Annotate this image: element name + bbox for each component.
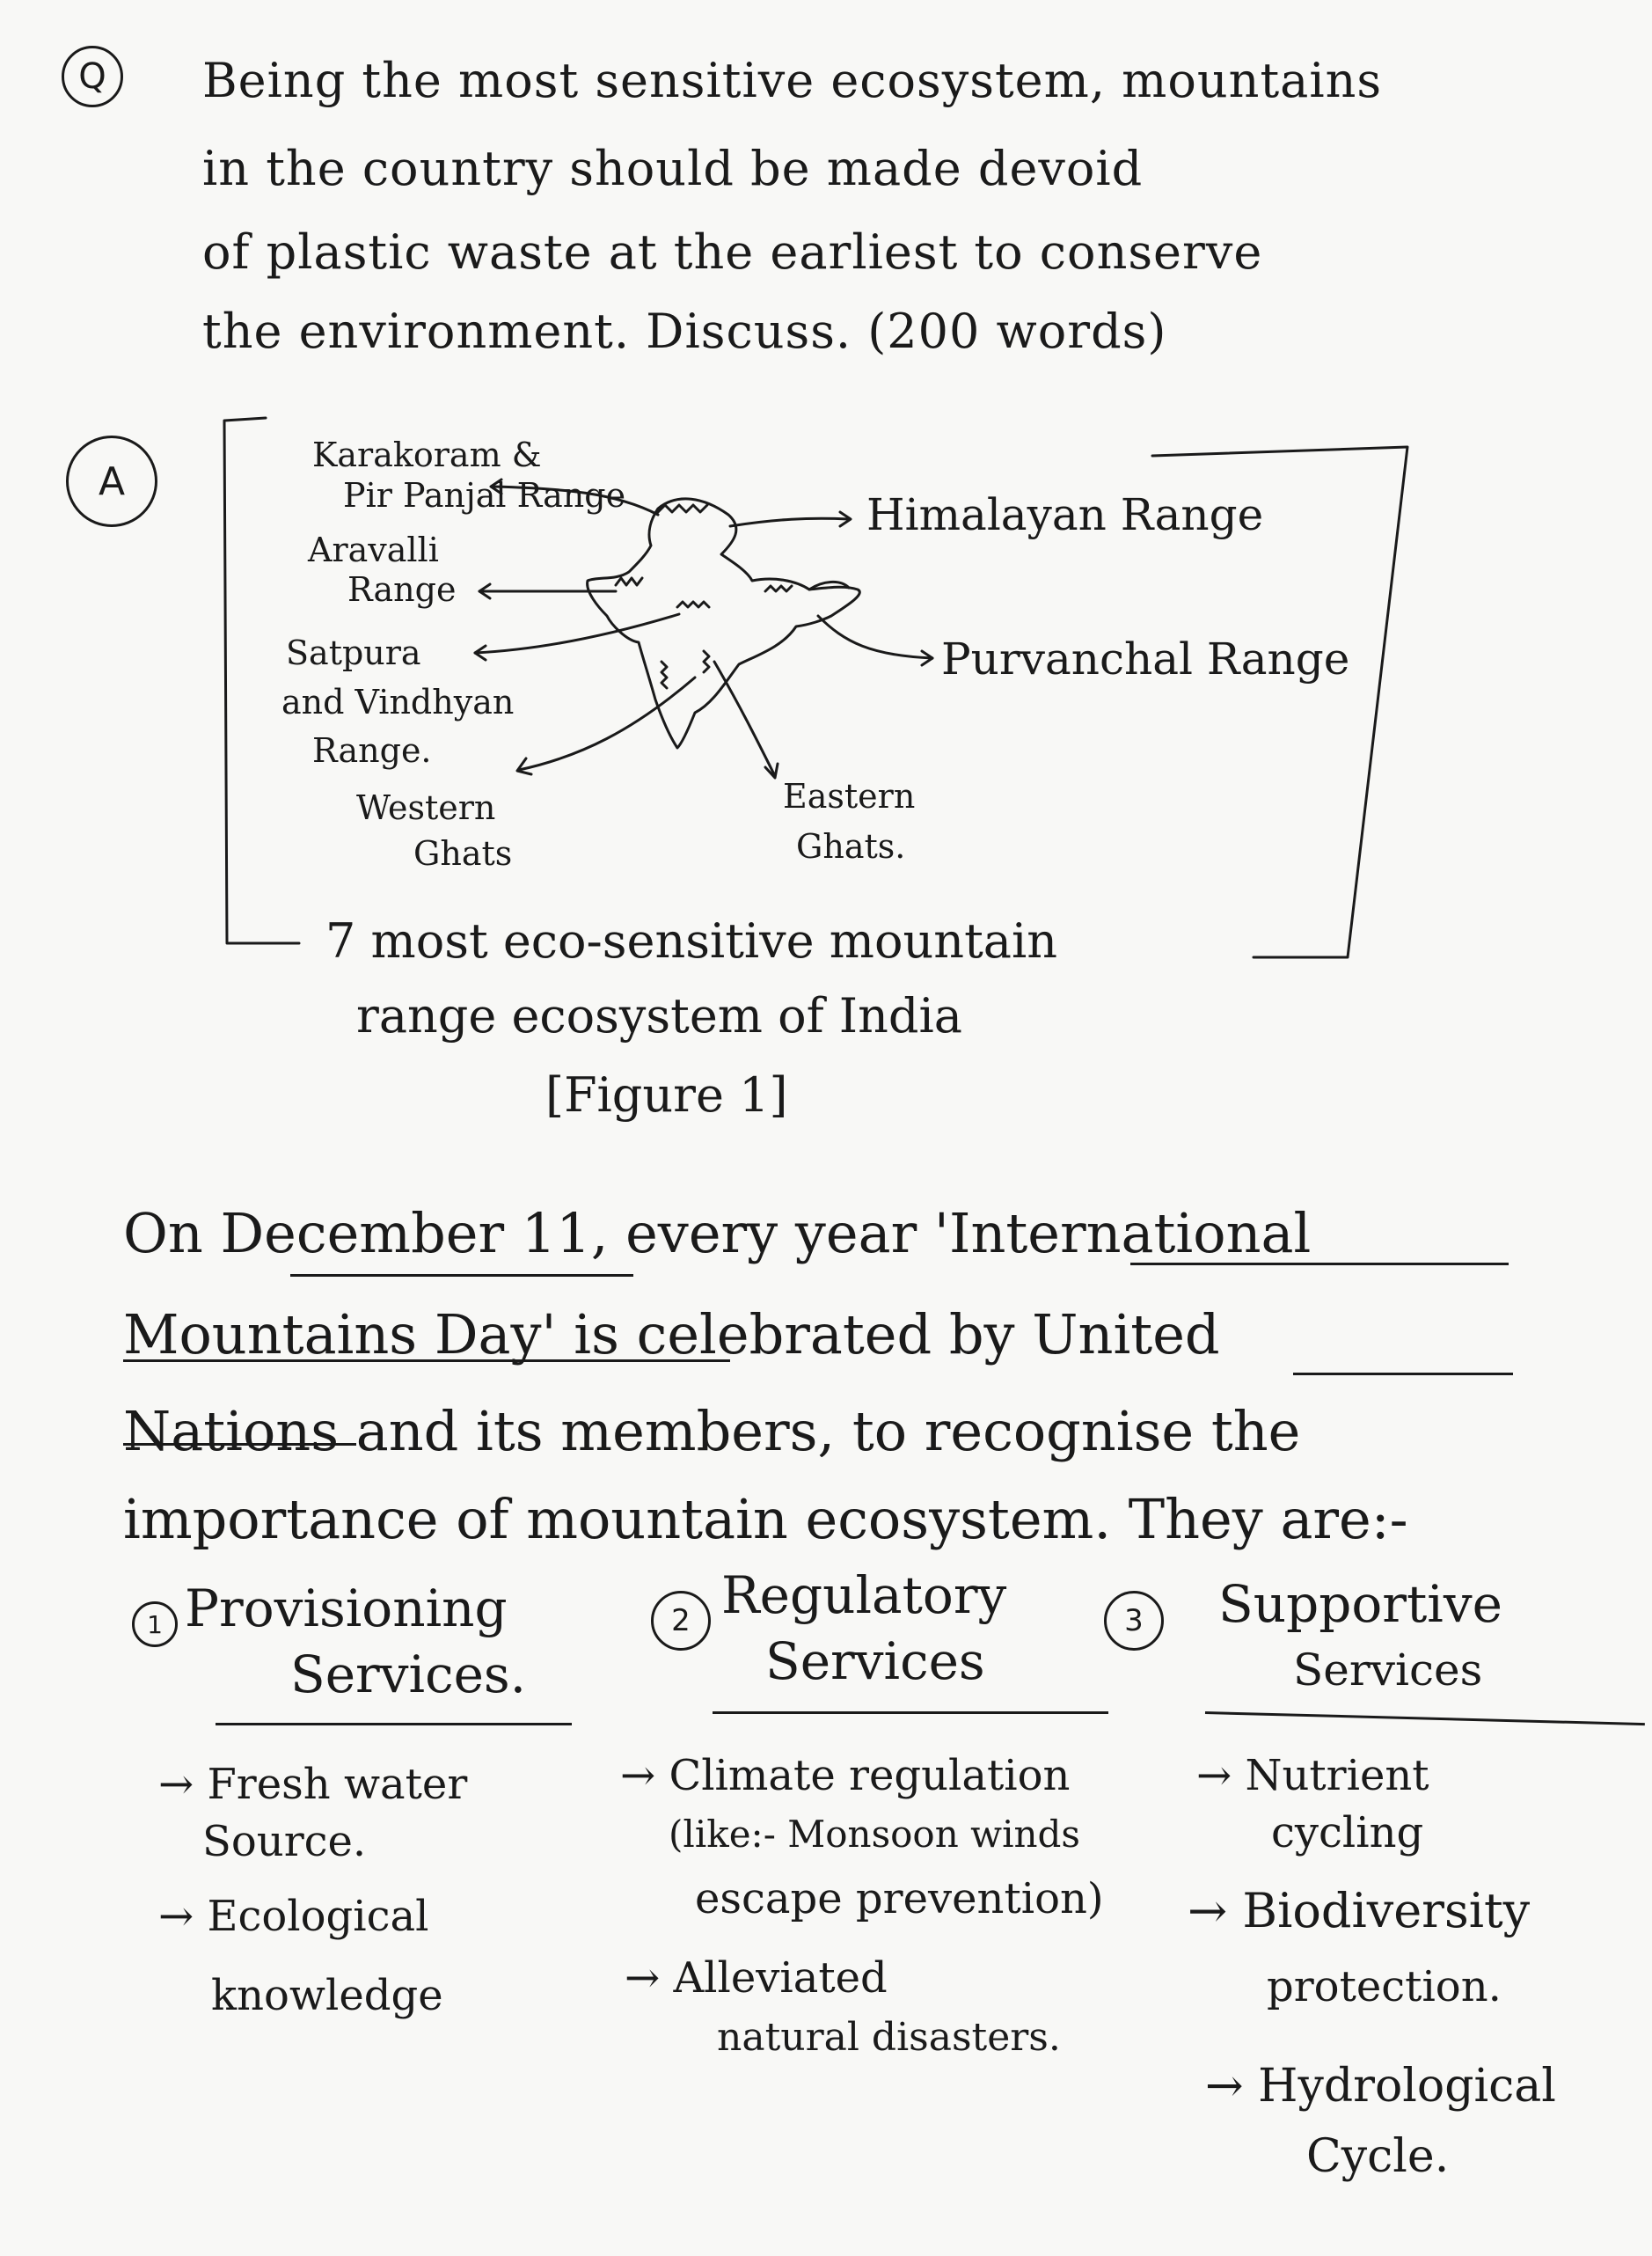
arrow-western-ghats-head	[515, 757, 533, 776]
label-aravalli-2: Range	[347, 570, 457, 609]
figure-caption-2: range ecosystem of India	[356, 988, 962, 1044]
column-1-point-2: Source.	[202, 1817, 367, 1866]
india-map-outline	[586, 497, 861, 750]
column-2-number: 2	[651, 1591, 711, 1651]
label-western-ghats-2: Ghats	[413, 834, 513, 873]
column-1-heading-2: Services.	[290, 1644, 527, 1704]
column-1-underline	[216, 1723, 572, 1725]
label-purvanchal: Purvanchal Range	[941, 634, 1350, 685]
question-marker: Q	[62, 46, 123, 107]
column-1-heading-1: Provisioning	[185, 1578, 508, 1638]
column-2-point-3: escape prevention)	[695, 1874, 1104, 1923]
vindhya-squiggle	[676, 600, 711, 609]
column-1-point-3: → Ecological	[158, 1892, 429, 1941]
figure-bracket-left	[223, 416, 301, 945]
arrow-satpura	[473, 612, 681, 655]
answer-marker-label: A	[98, 458, 126, 504]
column-3-point-6: Cycle.	[1306, 2130, 1450, 2183]
arrow-satpura-head	[473, 644, 487, 662]
arrow-eastern-ghats	[713, 660, 776, 776]
label-karakoram: Karakoram &	[312, 436, 542, 474]
column-2-point-2: (like:- Monsoon winds	[669, 1813, 1080, 1856]
question-line-3: of plastic waste at the earliest to cons…	[202, 224, 1263, 280]
column-3-point-5: → Hydrological	[1205, 2060, 1556, 2113]
underline-nations	[123, 1443, 356, 1446]
arrow-karakoram	[491, 485, 660, 516]
question-line-4: the environment. Discuss. (200 words)	[202, 304, 1167, 359]
label-satpura-3: Range.	[312, 731, 432, 770]
paragraph-line-3: Nations and its members, to recognise th…	[123, 1399, 1301, 1463]
western-ghats-squiggle	[660, 660, 669, 690]
label-satpura-1: Satpura	[286, 634, 421, 672]
arrow-purvanchal-head	[920, 649, 934, 667]
paragraph-line-1: On December 11, every year 'Internationa…	[123, 1201, 1312, 1265]
label-eastern-ghats-1: Eastern	[783, 777, 916, 816]
answer-marker: A	[66, 436, 157, 527]
column-1-number-label: 1	[147, 1609, 163, 1639]
paragraph-line-4: importance of mountain ecosystem. They a…	[123, 1487, 1408, 1551]
paragraph-line-2: Mountains Day' is celebrated by United	[123, 1302, 1220, 1366]
column-2-point-4: → Alleviated	[625, 1953, 888, 2003]
column-3-underline	[1204, 1711, 1645, 1726]
column-3-heading-1: Supportive	[1218, 1574, 1502, 1634]
arrow-karakoram-head	[489, 478, 503, 495]
figure-bracket-right	[1151, 445, 1409, 959]
arrow-himalayan	[728, 516, 851, 528]
column-1-point-1: → Fresh water	[158, 1760, 468, 1809]
arrow-aravalli-head	[478, 582, 492, 600]
column-3-heading-2: Services	[1293, 1644, 1483, 1696]
column-2-point-1: → Climate regulation	[620, 1751, 1071, 1800]
label-eastern-ghats-2: Ghats.	[796, 827, 906, 866]
column-3-number: 3	[1104, 1591, 1164, 1651]
figure-drawing	[223, 416, 1409, 959]
column-3-point-3: → Biodiversity	[1188, 1883, 1531, 1938]
label-satpura-2: and Vindhyan	[281, 683, 515, 721]
underline-mountains-day	[123, 1359, 730, 1362]
figure-caption-3: [Figure 1]	[545, 1067, 788, 1123]
underline-united	[1293, 1373, 1513, 1375]
eastern-ghats-squiggle	[702, 649, 711, 674]
column-3-point-2: cycling	[1271, 1808, 1424, 1857]
arrow-himalayan-head	[838, 510, 852, 528]
figure-1: Karakoram & Pir Panjal Range Himalayan R…	[223, 416, 1409, 1123]
himalaya-squiggle	[656, 503, 709, 514]
label-pir-panjal: Pir Panjal Range	[343, 476, 626, 515]
arrow-western-ghats	[517, 676, 697, 772]
column-2-heading-1: Regulatory	[721, 1565, 1007, 1625]
label-western-ghats-1: Western	[356, 788, 496, 827]
column-2-point-5: natural disasters.	[717, 2015, 1061, 2060]
column-1-number: 1	[132, 1601, 178, 1647]
column-2-number-label: 2	[671, 1603, 691, 1638]
figure-caption-1: 7 most eco-sensitive mountain	[325, 913, 1058, 969]
question-line-1: Being the most sensitive ecosystem, moun…	[202, 53, 1383, 108]
column-3-number-label: 3	[1124, 1603, 1144, 1638]
underline-international	[1130, 1263, 1509, 1265]
question-line-2: in the country should be made devoid	[202, 141, 1144, 196]
label-himalayan: Himalayan Range	[866, 489, 1264, 540]
northeast-outline	[808, 581, 851, 591]
column-3-point-1: → Nutrient	[1196, 1751, 1429, 1800]
column-1-point-4: knowledge	[211, 1971, 443, 2020]
arrow-eastern-ghats-head	[764, 762, 779, 780]
aravalli-squiggle	[614, 576, 644, 587]
column-3-point-4: protection.	[1267, 1962, 1502, 2011]
arrow-purvanchal	[816, 614, 934, 660]
question-marker-label: Q	[78, 56, 106, 97]
underline-december	[290, 1274, 633, 1277]
column-2-underline	[713, 1711, 1108, 1714]
label-aravalli-1: Aravalli	[308, 531, 439, 569]
column-2-heading-2: Services	[765, 1631, 985, 1691]
purvanchal-squiggle	[764, 584, 793, 593]
